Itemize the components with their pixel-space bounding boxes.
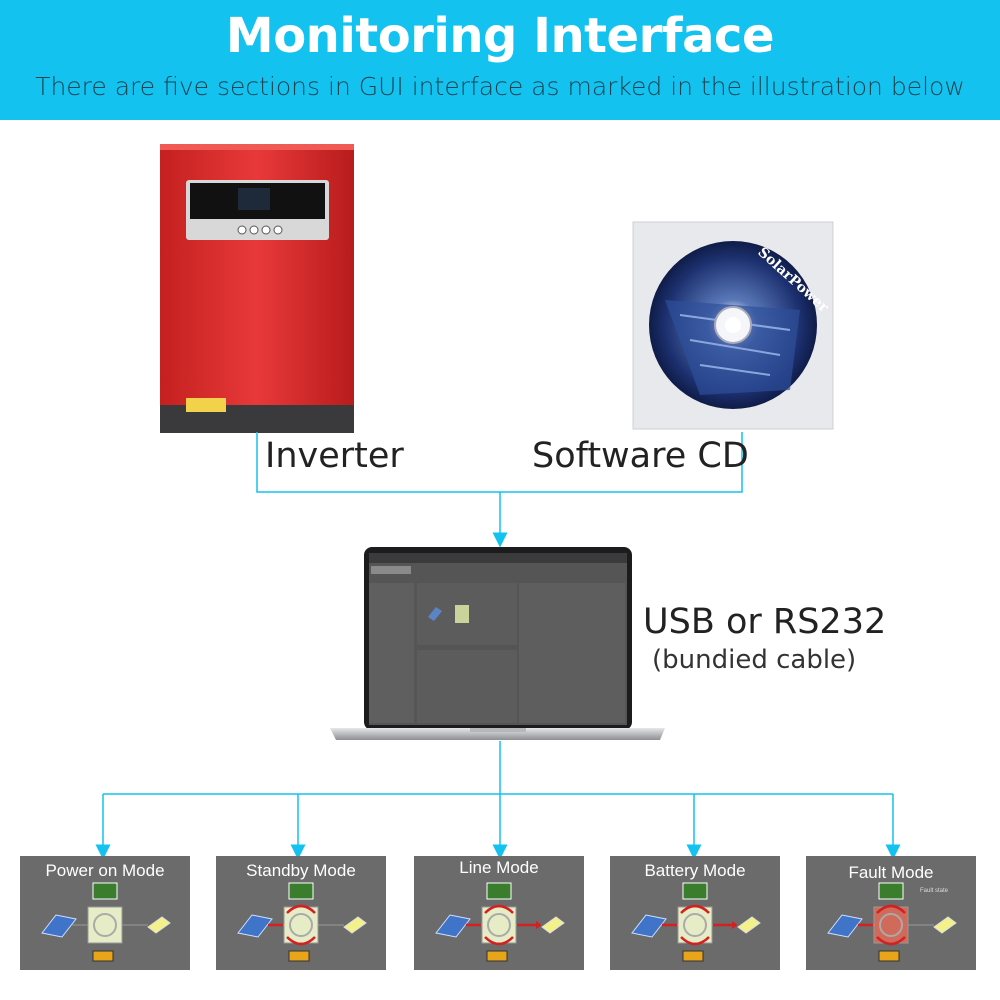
mode-title-battery: Battery Mode [644, 861, 746, 880]
mode-panels [20, 856, 976, 970]
solar-panel-icon [41, 914, 77, 938]
load-bulb-icon [737, 916, 761, 934]
grid-tower-icon [288, 882, 314, 900]
inverter-image [160, 144, 354, 433]
solar-panel-icon [435, 914, 471, 938]
battery-icon [288, 950, 310, 962]
grid-tower-icon [878, 882, 904, 900]
mode-title-line: Line Mode [459, 858, 539, 877]
load-bulb-icon [933, 916, 957, 934]
battery-icon [92, 950, 114, 962]
load-bulb-icon [343, 916, 367, 934]
mode-title-fault: Fault Mode [848, 863, 934, 882]
connector-lines-top [256, 432, 743, 548]
mode-panel-line [414, 856, 584, 970]
mode-panel-standby [216, 856, 386, 970]
mode-title-power-on: Power on Mode [45, 861, 165, 880]
solar-panel-icon [631, 914, 667, 938]
grid-tower-icon [92, 882, 118, 900]
load-bulb-icon [147, 916, 171, 934]
connector-lines-bottom [95, 741, 901, 860]
solar-panel-icon [237, 914, 273, 938]
header-banner: Monitoring Interface There are five sect… [0, 0, 1000, 120]
solar-panel-icon [827, 914, 863, 938]
mode-panel-fault [806, 856, 976, 970]
battery-icon [682, 950, 704, 962]
laptop-image [330, 547, 665, 740]
page-title: Monitoring Interface [225, 8, 775, 64]
connection-sublabel: (bundied cable) [652, 645, 857, 675]
mode-panel-battery [610, 856, 780, 970]
inverter-label: Inverter [265, 436, 404, 476]
grid-tower-icon [486, 882, 512, 900]
software-cd-label: Software CD [532, 436, 749, 476]
grid-tower-icon [682, 882, 708, 900]
mode-panel-power-on [20, 856, 190, 970]
fault-note: Fault state [920, 888, 949, 894]
battery-icon [878, 950, 900, 962]
software-cd-image: SolarPower [632, 221, 834, 430]
battery-icon [486, 950, 508, 962]
connection-label: USB or RS232 [643, 602, 887, 642]
load-bulb-icon [541, 916, 565, 934]
mode-title-standby: Standby Mode [246, 861, 356, 880]
page-subtitle: There are five sections in GUI interface… [35, 72, 965, 101]
